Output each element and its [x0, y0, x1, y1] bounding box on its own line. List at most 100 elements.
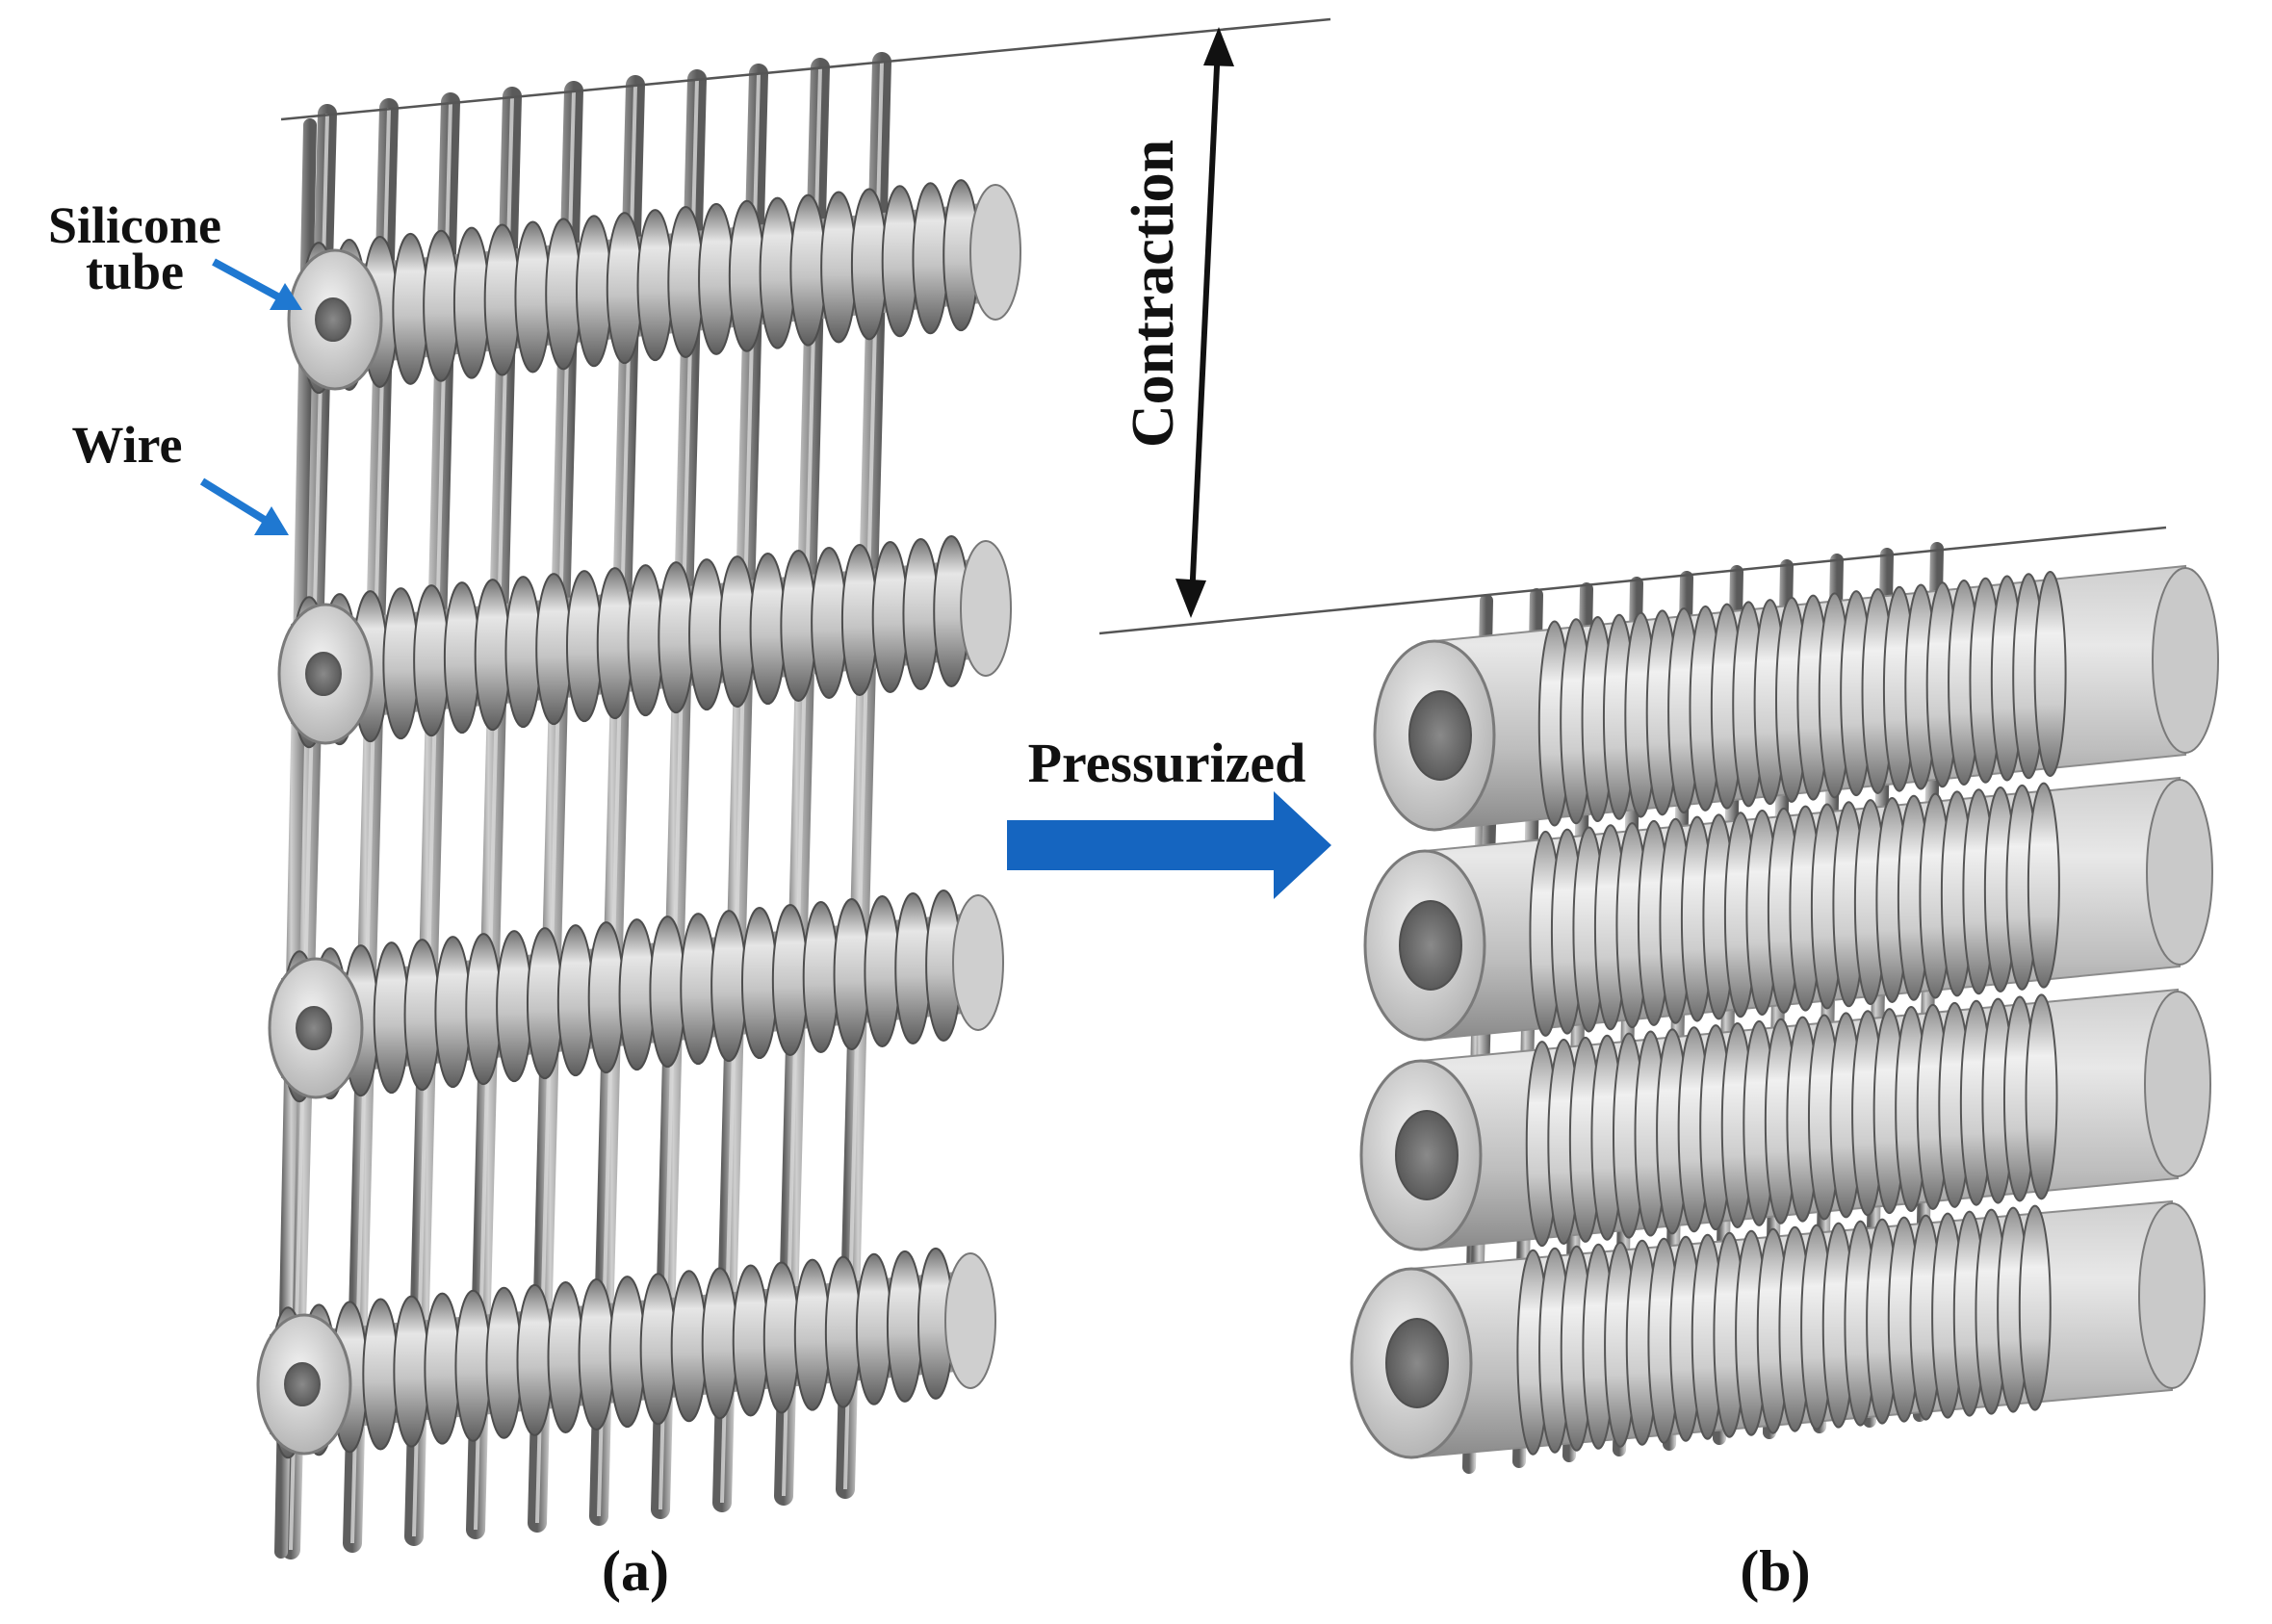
coil-turn — [698, 202, 736, 355]
wire-pointer-arrow — [199, 477, 289, 535]
silicone-label-line2: tube — [86, 243, 184, 300]
coil-turn — [547, 1280, 584, 1433]
coil-turn — [864, 895, 901, 1048]
silicone-tube — [256, 1247, 996, 1459]
silicone-tube — [268, 889, 1004, 1103]
tube-far-end — [2138, 1202, 2206, 1389]
coil-turn — [855, 1252, 892, 1405]
silicone-tube — [277, 535, 1012, 749]
tube-bore — [1385, 1318, 1449, 1408]
tube-bore — [305, 652, 342, 696]
coil-turn — [618, 918, 656, 1071]
coil-turn — [556, 924, 594, 1077]
coil-turn — [894, 892, 932, 1045]
tube-far-end — [2152, 567, 2219, 754]
coil-turn — [578, 1278, 615, 1431]
pressurized-silicone-tube — [1350, 1199, 2206, 1459]
coil-turn — [526, 927, 563, 1080]
tube-bore — [1399, 900, 1462, 991]
contraction-label: Contraction — [1121, 140, 1186, 448]
tube-far-end — [2144, 991, 2211, 1177]
coil-turn — [373, 941, 410, 1095]
panel-b-pressurized-actuator — [1350, 542, 2219, 1474]
coil-turn — [454, 1289, 492, 1442]
coiled-tubes-a — [256, 179, 1021, 1459]
coil-turn — [516, 1283, 554, 1436]
coil-turn — [718, 555, 756, 709]
coil-turn — [670, 1270, 708, 1423]
coil-turn — [732, 1264, 769, 1417]
coil-turn — [443, 581, 480, 735]
coil-turn — [2025, 993, 2058, 1200]
coil-turn — [452, 226, 490, 379]
coil-turn — [881, 185, 918, 338]
coil-turn — [680, 913, 717, 1066]
coil-turn — [565, 570, 603, 723]
coil-turn — [485, 1286, 523, 1439]
coil-turn — [424, 1292, 461, 1445]
coil-turn — [606, 212, 643, 365]
silicone-tube — [287, 179, 1021, 395]
coil-turn — [749, 553, 787, 706]
coil-turn — [474, 579, 511, 732]
coil-turn — [902, 538, 940, 691]
pressurized-silicone-tube — [1373, 564, 2219, 832]
tube-bore — [284, 1362, 321, 1406]
tube-far-end — [960, 540, 1012, 677]
coil-turn — [833, 898, 870, 1051]
coil-turn — [575, 215, 612, 368]
wire-label: Wire — [72, 416, 183, 474]
tube-far-end — [969, 184, 1021, 321]
tube-far-end — [944, 1252, 996, 1389]
coil-turn — [392, 232, 429, 385]
top-reference-line-b — [1098, 526, 2167, 635]
tube-far-end — [952, 894, 1004, 1031]
coil-turn — [649, 915, 686, 1069]
coil-turn — [596, 567, 633, 720]
coil-turn — [850, 188, 888, 341]
coil-turn — [636, 209, 674, 362]
tube-bore — [1395, 1110, 1459, 1200]
coil-turn — [688, 558, 726, 711]
tube-far-end — [2146, 779, 2213, 966]
coil-turn — [710, 910, 748, 1063]
coil-turn — [496, 930, 533, 1083]
coil-turn — [811, 547, 848, 700]
pressurized-silicone-tube — [1359, 988, 2211, 1251]
coil-turn — [434, 936, 472, 1089]
coil-turn — [587, 921, 625, 1074]
coil-turn — [545, 218, 582, 371]
panel-a-caption: (a) — [602, 1539, 669, 1603]
coil-turn — [393, 1295, 430, 1448]
coil-turn — [2033, 571, 2067, 778]
coil-turn — [423, 229, 460, 382]
coil-turn — [912, 182, 949, 335]
coil-turn — [627, 564, 664, 717]
coil-turn — [658, 561, 695, 714]
pressurized-silicone-tube — [1363, 776, 2213, 1042]
coil-turn — [789, 193, 827, 347]
coil-turn — [535, 573, 573, 726]
coil-turn — [2018, 1204, 2052, 1411]
coil-turn — [759, 196, 796, 349]
coil-turn — [608, 1276, 646, 1429]
coil-turn — [793, 1258, 831, 1411]
coil-turn — [886, 1250, 923, 1403]
coil-turn — [382, 587, 420, 740]
coil-turn — [2027, 782, 2060, 989]
coil-turn — [871, 541, 909, 694]
coil-turn — [639, 1273, 677, 1426]
coil-turn — [762, 1261, 800, 1414]
coil-turn — [667, 205, 705, 358]
panel-a-relaxed-actuator — [256, 52, 1021, 1560]
silicone-label-line1: Silicone — [48, 196, 221, 254]
tube-bore — [1408, 690, 1472, 781]
coil-turn — [771, 904, 809, 1057]
coil-turn — [840, 544, 878, 697]
tube-bore — [296, 1006, 332, 1050]
coil-turn — [514, 220, 552, 374]
pressurized-label: Pressurized — [1028, 732, 1306, 794]
panel-b-caption: (b) — [1740, 1539, 1810, 1603]
pressurized-arrow — [1007, 791, 1331, 899]
coil-turn — [728, 199, 765, 352]
